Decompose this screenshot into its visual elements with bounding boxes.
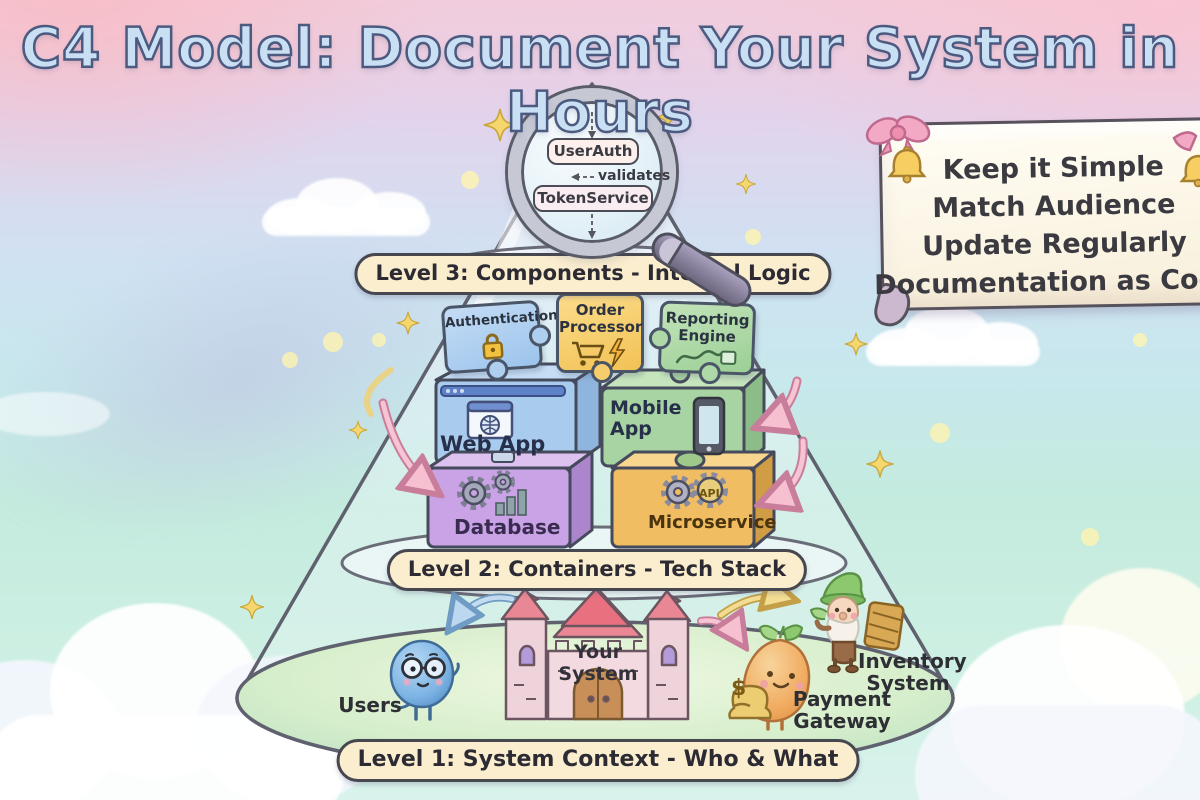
puzzle-knob (591, 361, 613, 383)
your-system-castle (500, 587, 692, 721)
userauth-node: UserAuth (547, 138, 639, 165)
sparkle-icon (348, 420, 368, 440)
users-label: Users (338, 693, 402, 717)
container-label-webapp: Web App (440, 432, 546, 456)
pink-bow-icon (865, 115, 931, 157)
scroll-line: Match Audience (932, 188, 1176, 225)
mobileapp-phone-icon (692, 396, 726, 456)
sparkles (239, 104, 894, 620)
component-label: Reporting Engine (665, 308, 750, 347)
sparkle-icon (239, 594, 265, 620)
cloud-bottom-right (915, 540, 1200, 800)
inventory-gnome-character (809, 572, 905, 674)
inventory-system-label: Inventory System (858, 649, 967, 695)
component-authentication: Authentication (440, 299, 559, 382)
container-label-mobileapp: Mobile App (610, 397, 682, 440)
scroll-line: Keep it Simple (942, 151, 1165, 186)
crate-icon (863, 601, 905, 651)
sparkle-icon (736, 174, 756, 194)
gold-swoosh (364, 367, 394, 417)
sparkle-icon (655, 104, 681, 130)
sparkle-icon (396, 311, 420, 335)
payment-gateway-character (728, 624, 811, 731)
database-gears-icon (457, 470, 515, 510)
arrow-right-pink-upper (762, 376, 802, 425)
flow-arrows (364, 367, 808, 642)
trend-chart-icon (675, 350, 737, 365)
container-label-microservice: Microservice (648, 512, 777, 533)
page-title: C4 Model: Document Your System in Hours (19, 15, 1180, 146)
payment-gateway-label: Payment Gateway (792, 687, 892, 733)
level3-banner: Level 3: Components - Internal Logic (354, 253, 832, 295)
arrow-system-to-users (452, 598, 516, 626)
component-order-processor: Order Processor (556, 293, 644, 383)
your-system-label: Your System (558, 641, 638, 685)
container-label-database: Database (454, 515, 561, 539)
sparkle-icon (844, 332, 868, 356)
api-badge: API (699, 487, 720, 500)
webapp-browser-icon (466, 400, 514, 440)
lock-icon (482, 333, 504, 360)
sparkle-icon (483, 108, 517, 142)
scroll-line: Documentation as Code (873, 263, 1200, 302)
microservice-gears-icon (661, 472, 728, 509)
puzzle-knob (648, 326, 672, 350)
arrow-left-pink (378, 398, 434, 490)
tokenservice-node: TokenService (533, 185, 653, 212)
arrow-right-pink-lower (766, 436, 808, 502)
validates-relationship-label: validates (598, 168, 671, 184)
magnifier-dashed-arrows (571, 112, 596, 239)
browser-chrome-strip (440, 385, 566, 397)
component-label: Authentication (444, 307, 559, 332)
component-label: Order Processor (559, 301, 643, 336)
arrow-system-to-payment (697, 620, 742, 642)
glow-dots (282, 171, 1147, 546)
cloud (0, 382, 120, 442)
bell-icon (887, 146, 927, 184)
cloud (258, 172, 438, 242)
bow-and-bell (865, 115, 931, 184)
sparkle-icon (866, 450, 894, 478)
level2-banner: Level 2: Containers - Tech Stack (386, 549, 808, 591)
scroll-line: Update Regularly (921, 226, 1188, 263)
dollar-symbol: $ (731, 676, 747, 701)
database-chart-icon (495, 489, 527, 516)
level1-banner: Level 1: System Context - Who & What (336, 739, 860, 782)
users-character (389, 639, 460, 721)
cloud (862, 300, 1047, 372)
cloud-bottom-left (0, 575, 410, 800)
component-reporting-engine: Reporting Engine (648, 300, 757, 385)
